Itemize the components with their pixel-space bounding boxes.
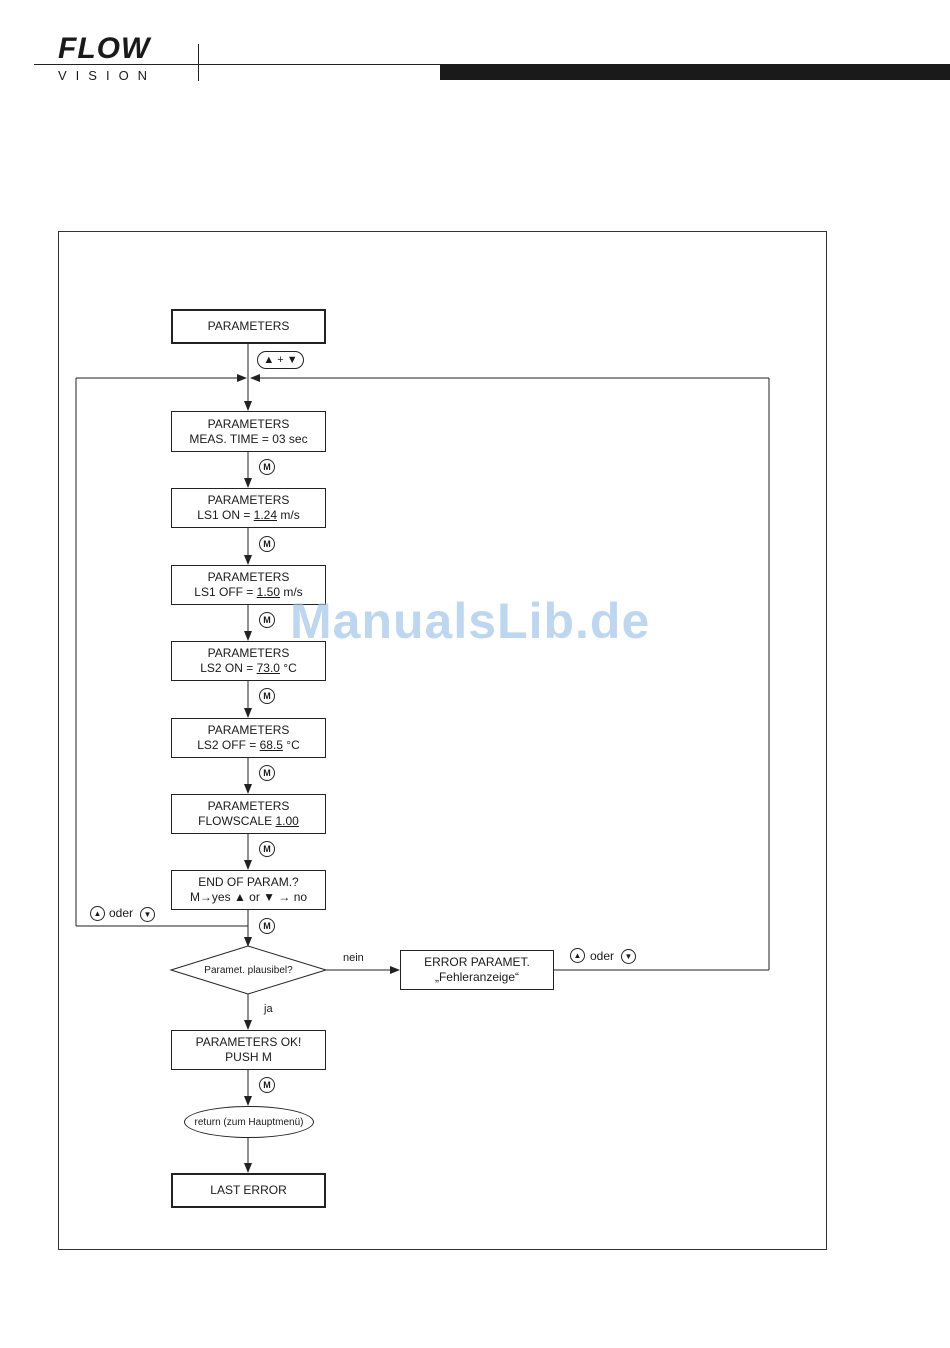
watermark: ManualsLib.de xyxy=(290,593,651,649)
up-plus-down-key: ▲ + ▼ xyxy=(257,351,304,369)
end-param-hint: M→yes ▲ or ▼ → no xyxy=(189,890,308,904)
step-title: PARAMETERS xyxy=(207,493,290,507)
nein-label: nein xyxy=(343,952,364,964)
step-value-line: FLOWSCALE 1.00 xyxy=(198,814,299,829)
brand-logo-sub: VISION xyxy=(58,68,157,83)
step-value: 03 xyxy=(272,431,286,446)
m-key-icon: M xyxy=(259,841,275,857)
m-key-icon: M xyxy=(259,688,275,704)
m-key-icon: M xyxy=(259,918,275,934)
up-arrow-icon: ▲ xyxy=(90,906,105,921)
end-param-title: END OF PARAM.? xyxy=(198,875,299,889)
step-suffix: m/s xyxy=(280,585,303,599)
diagram-frame xyxy=(58,231,827,1250)
step-value: 1.00 xyxy=(275,814,299,828)
m-key-icon: M xyxy=(259,459,275,475)
step-value-line: LS1 OFF = 1.50 m/s xyxy=(194,585,302,600)
step-prefix: LS1 OFF = xyxy=(194,585,257,599)
last-error-box: LAST ERROR xyxy=(171,1173,326,1208)
up-arrow-icon: ▲ xyxy=(570,948,585,963)
last-error-label: LAST ERROR xyxy=(210,1183,287,1197)
step-value-line: MEAS. TIME = 03 sec xyxy=(189,432,307,447)
parameters-ok-box: PARAMETERS OK! PUSH M xyxy=(171,1030,326,1070)
step-title: PARAMETERS xyxy=(207,799,290,813)
step-prefix: LS1 ON = xyxy=(197,508,254,522)
header-rule xyxy=(34,64,440,65)
step-suffix: sec xyxy=(285,431,308,446)
step-suffix: °C xyxy=(282,738,300,752)
step-prefix: FLOWSCALE xyxy=(198,814,276,828)
step-ls2-off: PARAMETERS LS2 OFF = 68.5 °C xyxy=(171,718,326,758)
step-value-line: LS2 ON = 73.0 °C xyxy=(200,661,297,676)
step-prefix: MEAS. TIME = xyxy=(189,431,273,446)
m-key-icon: M xyxy=(259,612,275,628)
step-title: PARAMETERS xyxy=(207,723,290,737)
error-title: ERROR PARAMET. xyxy=(424,955,530,969)
decision-label: Paramet. plausibel? xyxy=(204,965,293,976)
step-value: 1.24 xyxy=(253,508,278,522)
error-subtitle: „Fehleranzeige“ xyxy=(434,970,520,984)
step-title: PARAMETERS xyxy=(207,570,290,584)
step-ls1-off: PARAMETERS LS1 OFF = 1.50 m/s xyxy=(171,565,326,605)
step-value: 73.0 xyxy=(256,661,280,675)
m-key-icon: M xyxy=(259,536,275,552)
start-label: PARAMETERS xyxy=(207,319,290,333)
ok-subtitle: PUSH M xyxy=(225,1050,272,1064)
oder-label-left: oder xyxy=(109,906,134,920)
m-key-icon: M xyxy=(259,765,275,781)
step-suffix: m/s xyxy=(277,508,300,522)
m-key-icon: M xyxy=(259,1077,275,1093)
end-of-param-box: END OF PARAM.? M→yes ▲ or ▼ → no xyxy=(171,870,326,910)
step-value: 1.50 xyxy=(256,585,281,599)
brand-logo: FLOW xyxy=(58,32,151,65)
step-ls1-on: PARAMETERS LS1 ON = 1.24 m/s xyxy=(171,488,326,528)
down-arrow-icon: ▼ xyxy=(621,949,636,964)
ok-title: PARAMETERS OK! xyxy=(195,1035,302,1049)
start-box-parameters: PARAMETERS xyxy=(171,309,326,344)
header-divider xyxy=(198,44,199,81)
oder-label-right: oder xyxy=(590,949,615,963)
step-ls2-on: PARAMETERS LS2 ON = 73.0 °C xyxy=(171,641,326,681)
step-flowscale: PARAMETERS FLOWSCALE 1.00 xyxy=(171,794,326,834)
step-value: 68.5 xyxy=(259,738,283,752)
return-main-menu-oval: return (zum Hauptmenü) xyxy=(184,1106,314,1138)
step-value-line: LS2 OFF = 68.5 °C xyxy=(197,738,300,753)
ja-label: ja xyxy=(264,1003,273,1015)
down-arrow-icon: ▼ xyxy=(140,907,155,922)
step-suffix: °C xyxy=(279,661,297,675)
header-bar xyxy=(440,64,950,80)
step-title: PARAMETERS xyxy=(207,646,290,660)
step-title: PARAMETERS xyxy=(207,416,290,431)
error-parameter-box: ERROR PARAMET. „Fehleranzeige“ xyxy=(400,950,554,990)
step-value-line: LS1 ON = 1.24 m/s xyxy=(197,508,299,523)
return-label: return (zum Hauptmenü) xyxy=(194,1116,304,1128)
step-prefix: LS2 ON = xyxy=(200,661,257,675)
step-meas-time: PARAMETERS MEAS. TIME = 03 sec xyxy=(171,411,326,452)
step-prefix: LS2 OFF = xyxy=(197,738,260,752)
